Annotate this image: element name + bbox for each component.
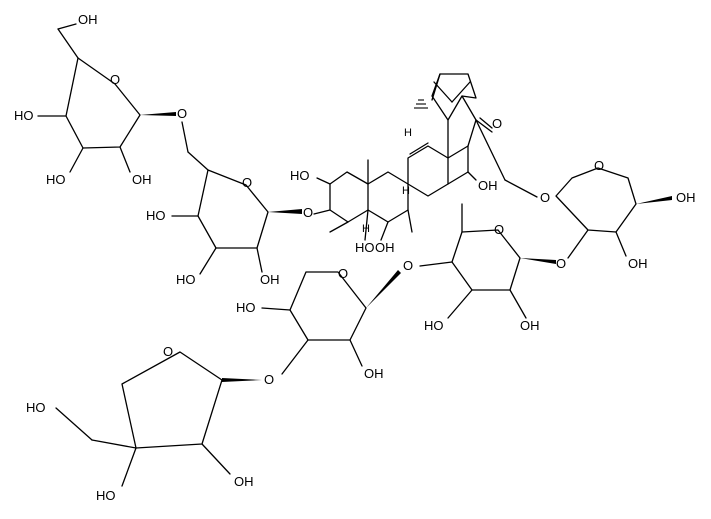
ring-oxygen-label: O — [338, 266, 348, 281]
ho-label: HO — [96, 488, 116, 503]
oh-label: OH — [78, 12, 98, 27]
ho-label: HO — [26, 400, 46, 415]
oh-label: OH — [132, 172, 152, 187]
triterpene-core — [313, 73, 506, 241]
ho-label: HO — [424, 318, 444, 333]
stereo-h-label: H — [402, 185, 410, 197]
oh-label: OH — [520, 318, 540, 333]
ring-oxygen-label: O — [163, 344, 173, 359]
rhamnose-ring — [419, 203, 556, 319]
glucose-ring-middle — [171, 121, 302, 275]
oh-label: OH — [234, 474, 254, 489]
xylose-ring-right — [504, 167, 672, 259]
ho-label: HO — [14, 108, 34, 123]
glycosidic-oxygen-label: O — [264, 372, 274, 387]
oh-label: OH — [676, 190, 696, 205]
ho-label: HO — [290, 168, 310, 183]
ring-oxygen-label: O — [494, 222, 504, 237]
ring-oxygen-label: O — [110, 72, 120, 87]
glycosidic-oxygen-label: O — [403, 258, 413, 273]
stereo-h-label: H — [404, 127, 412, 139]
glycosidic-oxygen-label: O — [556, 256, 566, 271]
glycosidic-oxygen-label: O — [177, 106, 187, 121]
apiose-ring — [55, 351, 262, 487]
glucose-ring-top — [37, 23, 176, 173]
ring-oxygen-label: O — [594, 158, 604, 173]
oh-label: OH — [478, 178, 498, 193]
ring-oxygen-label: O — [242, 175, 252, 190]
oh-label: OH — [364, 366, 384, 381]
glycosidic-oxygen-label: O — [303, 205, 313, 220]
oh-label: OH — [260, 272, 280, 287]
oh-label: OH — [375, 240, 395, 255]
oh-label: OH — [628, 256, 648, 271]
ester-oxygen-label: O — [540, 190, 550, 205]
ho-label: HO — [176, 272, 196, 287]
stereo-h-label: H — [362, 223, 370, 235]
ho-label: HO — [146, 208, 166, 223]
carbonyl-oxygen-label: O — [492, 116, 502, 131]
ho-label: HO — [46, 172, 66, 187]
xylose-ring-lower — [261, 270, 401, 375]
ho-label: HO — [355, 240, 375, 255]
ho-label: HO — [236, 300, 256, 315]
